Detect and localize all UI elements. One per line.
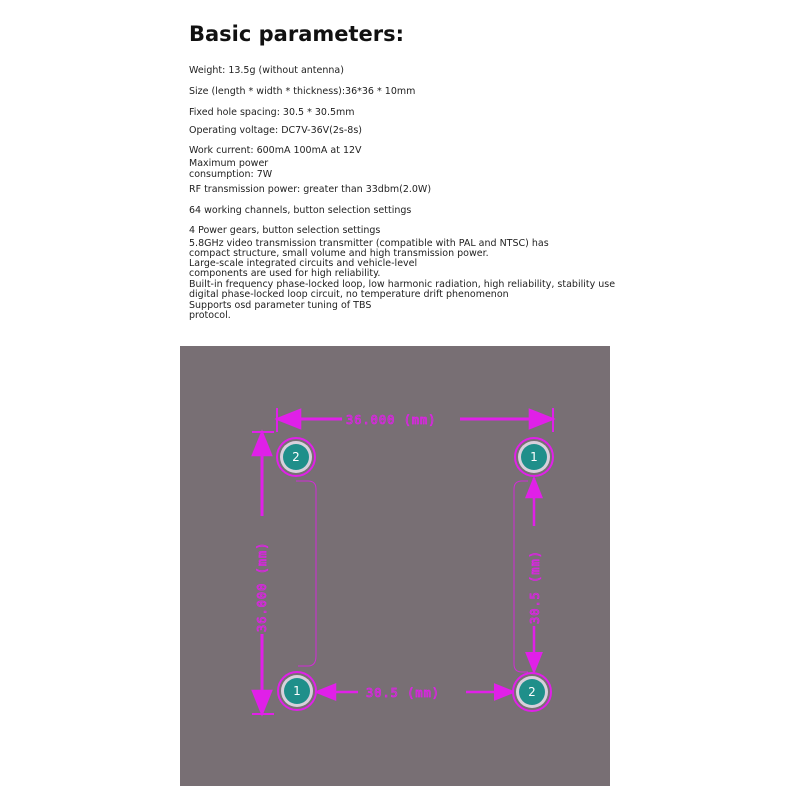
pad-top-left: 2	[276, 437, 316, 477]
top-dimension-label: 36.000 (mm)	[346, 413, 436, 427]
param-desc-4: components are used for high reliability…	[189, 268, 381, 279]
param-rf-power: RF transmission power: greater than 33db…	[189, 184, 432, 195]
param-desc-2: compact structure, small volume and high…	[189, 248, 489, 259]
pad-bottom-left: 1	[277, 671, 317, 711]
mounting-hole-diagram: 36.000 (mm) 36.000 (mm) 30.5 (mm) 30.5 (…	[180, 346, 610, 786]
pad-bottom-right: 2	[512, 672, 552, 712]
pad-number-label: 2	[292, 450, 300, 464]
pad-top-right: 1	[514, 437, 554, 477]
right-dimension-label: 30.5 (mm)	[528, 550, 542, 624]
param-size: Size (length * width * thickness):36*36 …	[189, 86, 416, 97]
param-desc-3: Large-scale integrated circuits and vehi…	[189, 258, 418, 269]
param-weight: Weight: 13.5g (without antenna)	[189, 65, 344, 76]
pad-number-label: 1	[530, 450, 538, 464]
bottom-dimension-label: 30.5 (mm)	[366, 686, 440, 700]
board-drawing: 36.000 (mm) 36.000 (mm) 30.5 (mm) 30.5 (…	[251, 408, 556, 717]
pad-number-label: 1	[293, 684, 301, 698]
param-desc-5: Built-in frequency phase-locked loop, lo…	[189, 279, 616, 290]
left-dimension-label: 36.000 (mm)	[255, 542, 269, 632]
param-voltage: Operating voltage: DC7V-36V(2s-8s)	[189, 125, 363, 136]
param-current: Work current: 600mA 100mA at 12V	[189, 145, 362, 156]
param-desc-7: Supports osd parameter tuning of TBS	[189, 300, 372, 311]
pad-number-label: 2	[528, 685, 536, 699]
param-max-power-2: consumption: 7W	[189, 169, 273, 180]
param-max-power-1: Maximum power	[189, 158, 269, 169]
param-desc-6: digital phase-locked loop circuit, no te…	[189, 289, 509, 300]
param-desc-1: 5.8GHz video transmission transmitter (c…	[189, 238, 549, 249]
param-desc-8: protocol.	[189, 310, 231, 321]
param-hole-spacing: Fixed hole spacing: 30.5 * 30.5mm	[189, 107, 355, 118]
param-power-gears: 4 Power gears, button selection settings	[189, 225, 381, 236]
page-title: Basic parameters:	[189, 22, 405, 46]
param-channels: 64 working channels, button selection se…	[189, 205, 412, 216]
